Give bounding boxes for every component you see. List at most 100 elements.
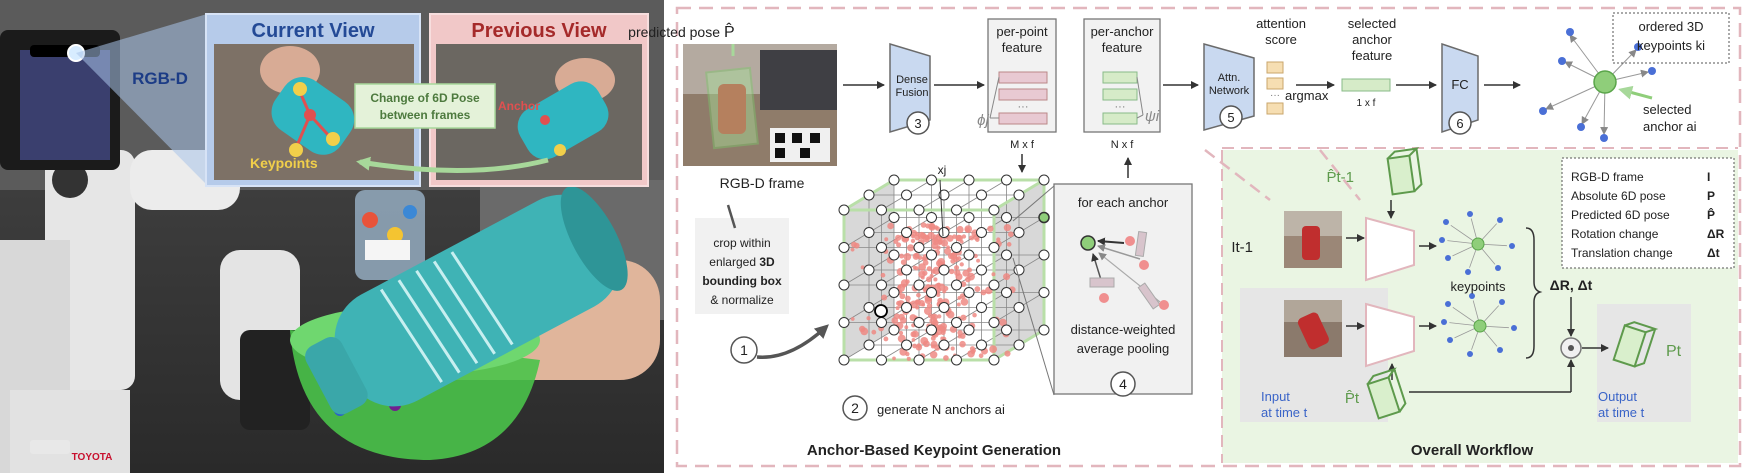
- anchor-node: [938, 339, 950, 351]
- anchor-node: [863, 189, 875, 201]
- point-cloud-dot: [926, 276, 932, 283]
- anchor-grid-cube: [838, 174, 1050, 366]
- point-cloud-dot: [956, 225, 964, 234]
- anchor-node: [926, 287, 937, 298]
- attention-label-2: score: [1265, 32, 1297, 47]
- point-cloud-dot: [905, 295, 911, 302]
- point-cloud-dot: [964, 276, 971, 283]
- crop-note-box: [695, 218, 789, 314]
- legend-symbol: P̂: [1707, 207, 1715, 222]
- point-cloud-dot: [930, 344, 936, 349]
- anchor-node: [888, 212, 900, 223]
- legend-name: Absolute 6D pose: [1571, 189, 1666, 203]
- point-cloud-dot: [930, 335, 936, 341]
- anchor-node: [876, 204, 887, 216]
- point-cloud-dot: [989, 345, 998, 354]
- point-cloud-dot: [880, 272, 886, 278]
- selected-anchor-label-2: anchor ai: [1643, 119, 1697, 134]
- anchor-node: [1001, 249, 1012, 261]
- nxf-label: N x f: [1111, 139, 1135, 151]
- pose-box-t-minus-1: [1386, 147, 1423, 196]
- anchor-node: [838, 242, 850, 253]
- crop-to-cube-arrow: [756, 324, 829, 359]
- point-cloud-dot: [959, 262, 964, 267]
- selected-feature-label-2: anchor: [1352, 32, 1392, 47]
- point-cloud-dot: [922, 234, 930, 243]
- point-cloud-dot: [923, 307, 932, 315]
- workflow-section-title: Overall Workflow: [1411, 442, 1534, 459]
- anchor-node: [901, 227, 912, 238]
- legend-symbol: ΔR: [1707, 227, 1725, 241]
- argmax-label: argmax: [1285, 88, 1329, 103]
- legend-box: [1561, 157, 1735, 269]
- anchor-node: [963, 174, 975, 186]
- method-frame: [675, 6, 1742, 468]
- anchor-node: [951, 242, 962, 253]
- point-cloud-dot: [881, 294, 888, 301]
- step-3-badge: [906, 111, 930, 135]
- per-anchor-label-2: feature: [1102, 40, 1142, 55]
- selected-feature-bar: [1341, 78, 1391, 92]
- attn-network-block: [1203, 43, 1255, 131]
- point-cloud-dot: [929, 350, 938, 359]
- anchor-feature-row: [1102, 112, 1138, 125]
- anchor-node: [951, 354, 962, 366]
- anchor-node: [988, 354, 1000, 366]
- point-cloud-dot: [951, 252, 956, 257]
- keypoint-dot: [1441, 319, 1447, 325]
- keypoint-dot: [1467, 351, 1473, 357]
- anchor-node: [838, 354, 850, 366]
- point-cloud-dot: [987, 225, 994, 232]
- point-cloud-dot: [940, 326, 947, 333]
- onexf-label: 1 x f: [1357, 98, 1376, 109]
- point-cloud-dot: [945, 311, 950, 316]
- anchor-node: [976, 189, 987, 201]
- anchor-node: [1001, 212, 1012, 223]
- keypoint-star-t: [1441, 293, 1517, 357]
- pooling-label-1: distance-weighted: [1071, 322, 1176, 337]
- point-cloud-dot: [918, 299, 925, 307]
- previous-view-title: Previous View: [471, 20, 607, 42]
- point-cloud-dot: [918, 263, 926, 271]
- anchor-node: [913, 242, 925, 253]
- anchor-node: [988, 317, 1000, 328]
- point-cloud-dot: [1004, 350, 1011, 357]
- step-2-number: 2: [851, 400, 859, 416]
- step-6-number: 6: [1456, 116, 1463, 131]
- step-4-badge: [1110, 371, 1136, 397]
- point-cloud-dot: [940, 336, 945, 341]
- anchor-node: [888, 174, 900, 186]
- anchor-node: [913, 279, 925, 291]
- anchor-node: [1001, 287, 1012, 298]
- point-cloud-dot: [920, 222, 927, 228]
- point-cloud-dot: [915, 305, 920, 310]
- point-cloud-dot: [895, 306, 900, 311]
- anchor-photo-label: Anchor: [498, 99, 540, 113]
- point-cloud-dot: [976, 258, 980, 263]
- ellipsis: ···: [1018, 101, 1029, 113]
- point-cloud-dot: [884, 237, 889, 242]
- merge-bracket: [1525, 227, 1543, 359]
- anchor-node: [938, 264, 950, 276]
- anchor-feature-row: [1102, 88, 1138, 101]
- delta-label: ΔR, Δt: [1550, 277, 1593, 293]
- point-cloud-dot: [959, 239, 964, 244]
- anchor-node: [838, 279, 850, 291]
- frame-t-image: [1284, 300, 1342, 357]
- rgbd-frame-label: RGB-D frame: [720, 175, 805, 191]
- point-cloud-dot: [956, 234, 963, 242]
- point-feature-row: [998, 88, 1048, 101]
- anchor-node: [951, 279, 962, 291]
- anchor-node: [951, 317, 962, 328]
- anchor-node: [901, 189, 912, 201]
- point-cloud-dot: [921, 256, 927, 261]
- point-cloud-dot: [850, 247, 855, 252]
- attention-cell: [1266, 61, 1284, 74]
- point-cloud-dot: [893, 313, 900, 320]
- anchor-node: [938, 302, 950, 313]
- per-point-label-1: per-point: [996, 24, 1048, 39]
- attention-label-1: attention: [1256, 16, 1306, 31]
- anchor-node: [838, 204, 850, 216]
- anchor-node: [901, 339, 912, 351]
